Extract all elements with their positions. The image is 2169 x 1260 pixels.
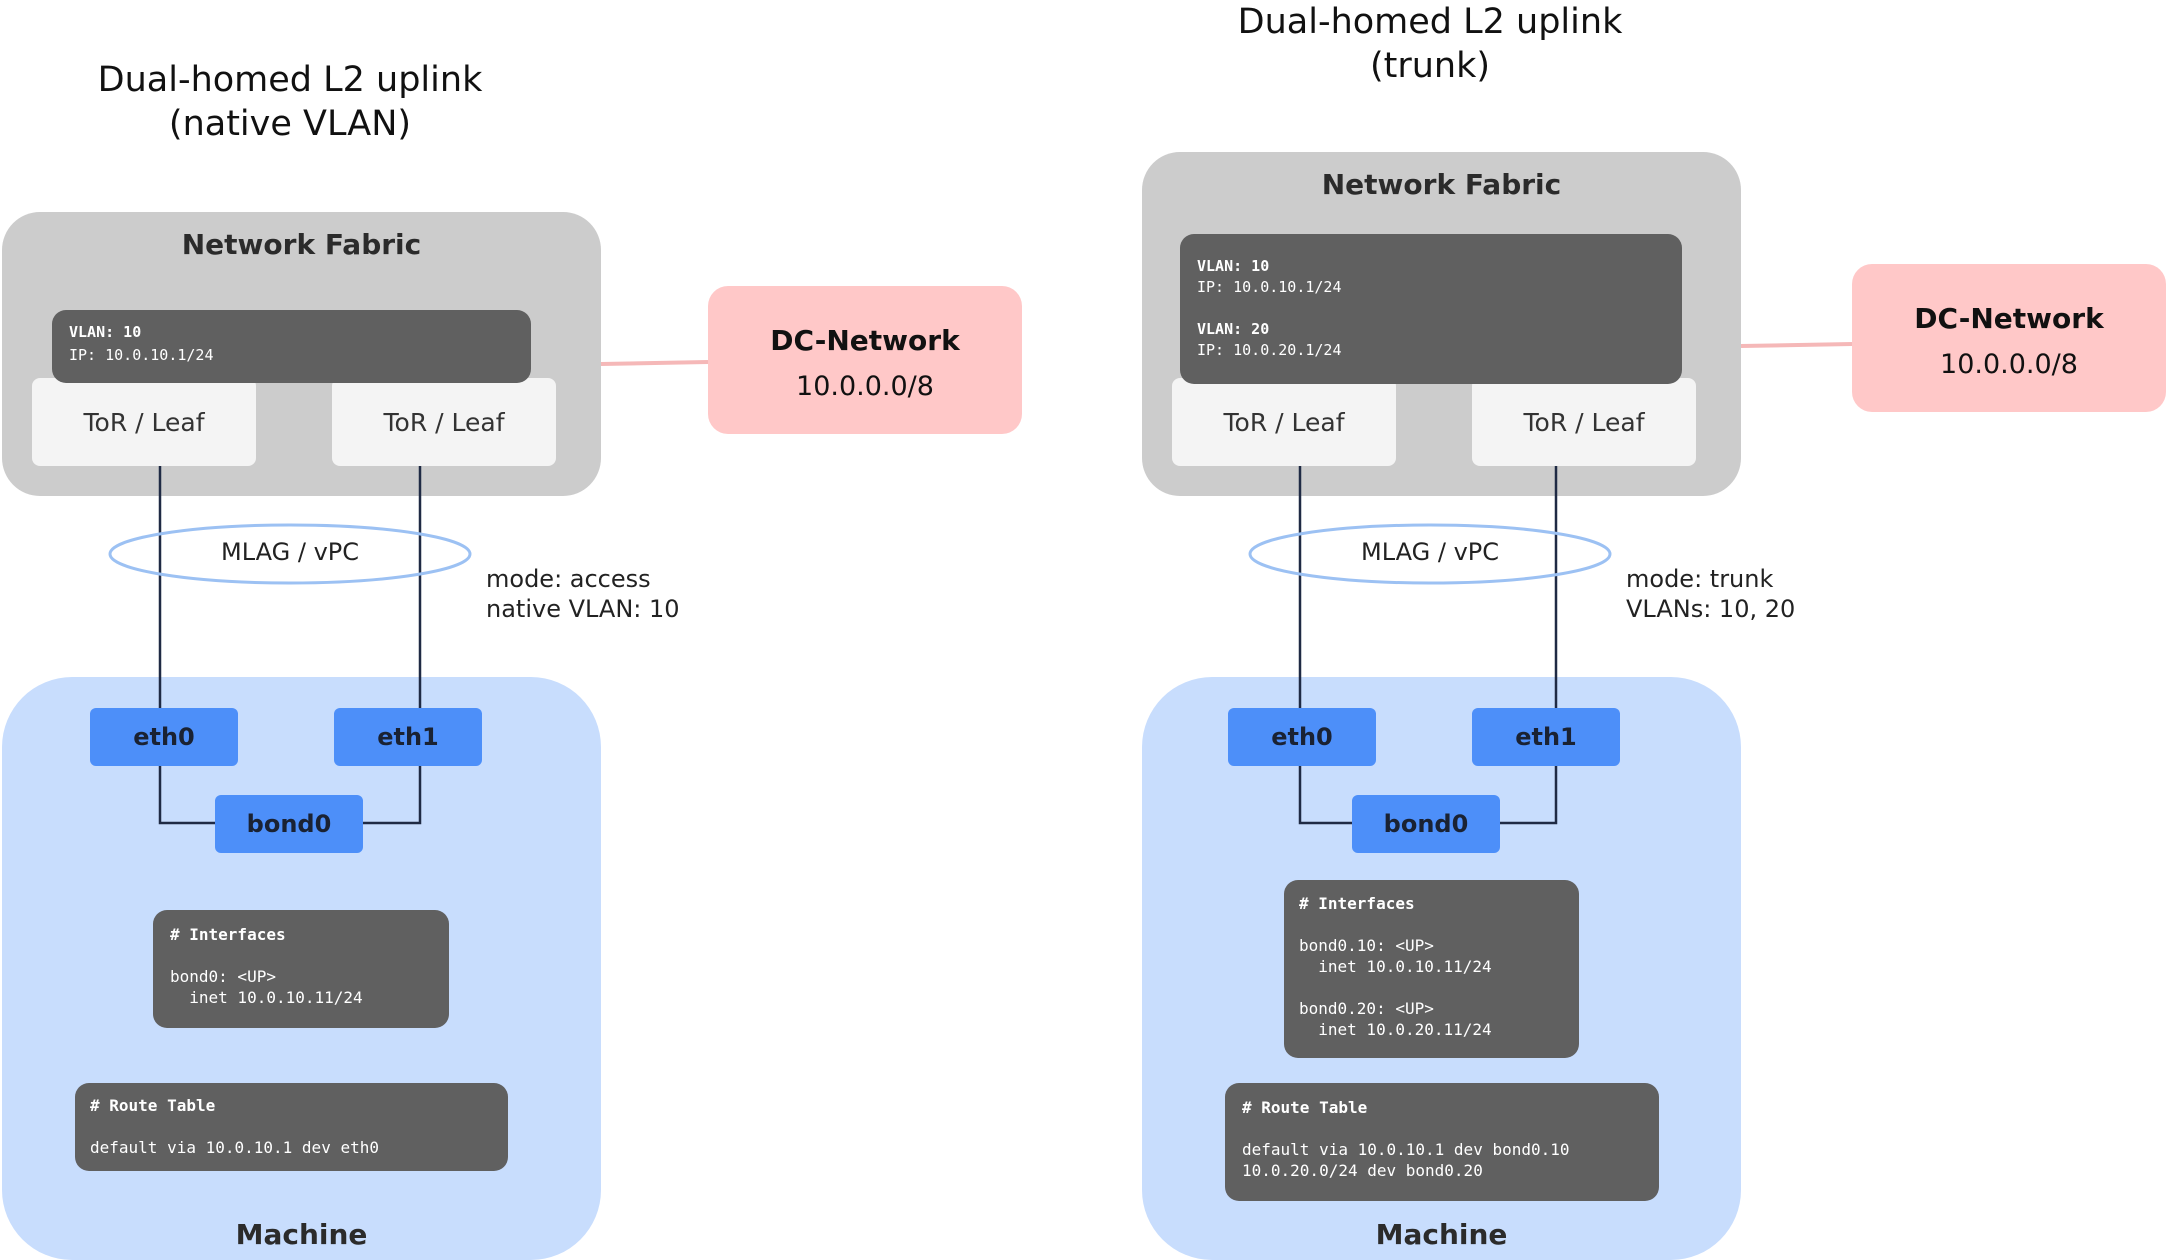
left-eth0: eth0 [90,708,238,766]
left-mlag-ring [108,523,472,585]
left-wire-eth0-bond [158,766,216,825]
left-dc-link [600,360,709,366]
left-title-line1: Dual-homed L2 uplink [97,60,483,100]
right-tor-leaf-1: ToR / Leaf [1172,378,1396,466]
right-tor-leaf-2: ToR / Leaf [1472,378,1696,466]
left-title-line2: (native VLAN) [168,104,412,144]
right-eth1: eth1 [1472,708,1620,766]
left-dc-network-name: DC-Network [770,324,960,357]
right-mode-line1: mode: trunk [1626,565,1774,593]
right-interfaces-line-1: inet 10.0.10.11/24 [1299,957,1492,976]
left-tor-leaf-1: ToR / Leaf [32,378,256,466]
right-dc-network-name: DC-Network [1914,302,2104,335]
right-mlag-ring [1248,523,1612,585]
left-vlan-value: 10 [114,323,142,341]
right-vlan-a-ip: IP: 10.0.10.1/24 [1197,278,1342,296]
right-vlan-b-ip: IP: 10.0.20.1/24 [1197,341,1342,359]
right-interfaces-line-0: bond0.10: <UP> [1299,936,1434,955]
right-dc-network: DC-Network 10.0.0.0/8 [1852,264,2166,412]
right-vlan-a-key: VLAN: [1197,257,1243,275]
left-vlan-config: VLAN: 10 IP: 10.0.10.1/24 [52,310,531,383]
left-route-header: # Route Table [90,1096,216,1115]
left-mlag-label: MLAG / vPC [221,538,359,566]
right-vlan-b-key: VLAN: [1197,320,1243,338]
left-mode-line1: mode: access [486,565,651,593]
right-title-line2: (trunk) [1369,46,1491,86]
right-interfaces-box: # Interfaces bond0.10: <UP> inet 10.0.10… [1284,880,1579,1058]
left-interfaces-box: # Interfaces bond0: <UP> inet 10.0.10.11… [153,910,449,1028]
right-title-line1: Dual-homed L2 uplink [1237,2,1623,42]
left-fabric-label: Network Fabric [181,228,422,261]
right-title: Dual-homed L2 uplink (trunk) [1200,0,1660,88]
right-eth0: eth0 [1228,708,1376,766]
left-mode-line2: native VLAN: 10 [486,595,680,623]
left-tor-leaf-2: ToR / Leaf [332,378,556,466]
left-wire-eth1-bond [362,766,422,825]
left-interfaces-header: # Interfaces [170,925,286,944]
right-dc-network-cidr: 10.0.0.0/8 [1940,349,2078,380]
left-dc-network: DC-Network 10.0.0.0/8 [708,286,1022,434]
right-mode-line2: VLANs: 10, 20 [1626,595,1796,623]
right-interfaces-line-3: bond0.20: <UP> [1299,999,1434,1018]
right-fabric-label: Network Fabric [1321,168,1562,201]
right-wire-eth0-bond [1298,766,1352,825]
right-mlag-label: MLAG / vPC [1361,538,1499,566]
right-vlan-config: VLAN: 10 IP: 10.0.10.1/24 VLAN: 20 IP: 1… [1180,234,1682,384]
right-route-header: # Route Table [1242,1098,1368,1117]
right-bond0: bond0 [1352,795,1500,853]
right-wire-eth1-bond [1500,766,1558,825]
right-vlan-b-value: 20 [1242,320,1270,338]
right-vlan-a-value: 10 [1242,257,1270,275]
left-interfaces-line-0: bond0: <UP> [170,967,276,986]
right-route-line-0: default via 10.0.10.1 dev bond0.10 [1242,1140,1570,1159]
left-vlan-ip: IP: 10.0.10.1/24 [69,346,214,364]
left-machine-label: Machine [235,1218,368,1251]
right-interfaces-line-4: inet 10.0.20.11/24 [1299,1020,1492,1039]
right-route-table-box: # Route Table default via 10.0.10.1 dev … [1225,1083,1659,1201]
right-mode-note: mode: trunk VLANs: 10, 20 [1626,564,1846,624]
left-interfaces-line-1: inet 10.0.10.11/24 [170,988,363,1007]
right-machine-label: Machine [1375,1218,1508,1251]
right-dc-link [1740,342,1853,348]
left-eth1: eth1 [334,708,482,766]
left-vlan-key: VLAN: [69,323,115,341]
left-route-table-box: # Route Table default via 10.0.10.1 dev … [75,1083,508,1171]
left-route-line-0: default via 10.0.10.1 dev eth0 [90,1138,379,1157]
left-dc-network-cidr: 10.0.0.0/8 [796,371,934,402]
right-interfaces-header: # Interfaces [1299,894,1415,913]
left-bond0: bond0 [215,795,363,853]
left-mode-note: mode: access native VLAN: 10 [486,564,706,624]
left-title: Dual-homed L2 uplink (native VLAN) [60,58,520,146]
right-route-line-1: 10.0.20.0/24 dev bond0.20 [1242,1161,1483,1180]
